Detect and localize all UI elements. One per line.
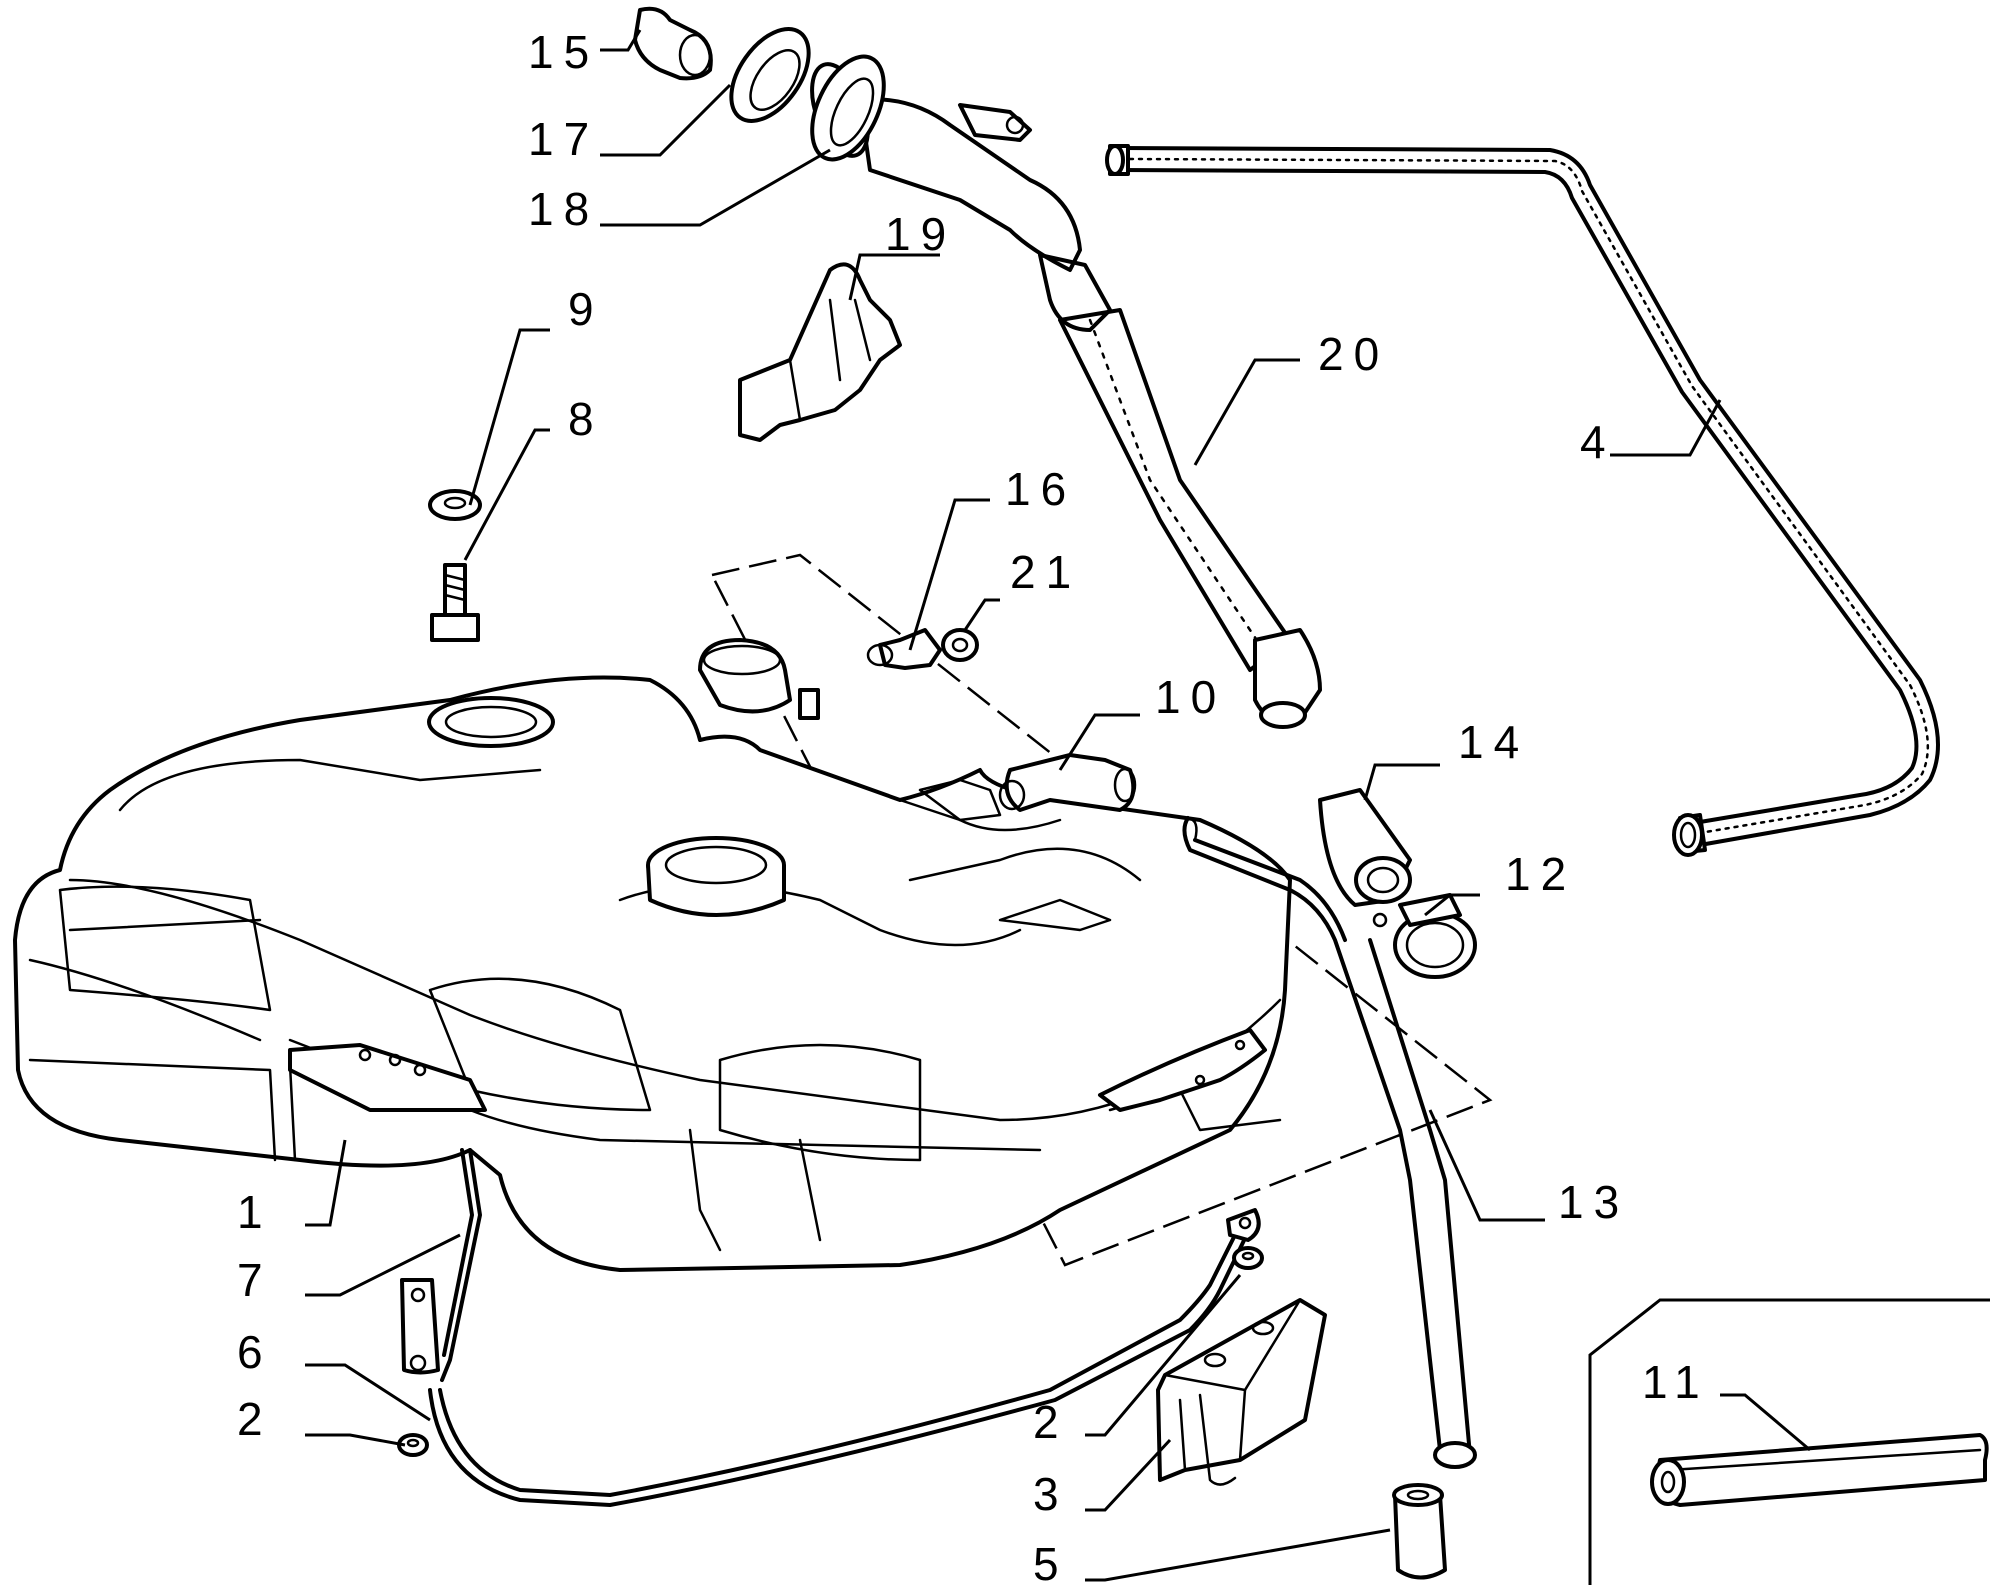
callout-13: 13 (1558, 1176, 1629, 1228)
bolt (430, 563, 480, 642)
pipe-cap (1392, 1483, 1447, 1580)
grommet (941, 628, 979, 662)
callout-11: 11 (1642, 1356, 1710, 1408)
detail-inset (1588, 1298, 1990, 1585)
washer-2-right (1232, 1246, 1264, 1270)
callout-5: 5 (1033, 1538, 1069, 1585)
callout-2-left: 2 (237, 1393, 273, 1445)
callout-16: 16 (1005, 463, 1076, 515)
hose-clamp (1372, 893, 1477, 979)
callout-15: 15 (528, 26, 599, 78)
breather-pipe (1182, 816, 1477, 1469)
callout-4: 4 (1580, 416, 1616, 468)
callout-8: 8 (568, 393, 604, 445)
mounting-bracket (1156, 1298, 1327, 1486)
callout-7: 7 (237, 1254, 273, 1306)
filler-gasket (810, 54, 886, 162)
callout-12: 12 (1505, 848, 1576, 900)
callout-21: 21 (1010, 546, 1081, 598)
callout-3: 3 (1033, 1468, 1069, 1520)
callout-20: 20 (1318, 328, 1389, 380)
filler-pipe (810, 62, 1322, 729)
callout-17: 17 (528, 113, 599, 165)
valve (866, 628, 942, 670)
leader-lines (305, 29, 1811, 1582)
callout-14: 14 (1458, 716, 1529, 768)
vent-hose (1105, 144, 1940, 857)
callout-1: 1 (237, 1186, 273, 1238)
callout-6: 6 (237, 1326, 273, 1378)
hose-sleeve (1318, 788, 1412, 907)
fuel-cap (633, 6, 713, 81)
washer-9 (428, 489, 482, 521)
callout-10: 10 (1155, 671, 1226, 723)
callout-labels: 15 17 18 19 9 8 20 4 16 21 10 14 12 13 1… (237, 26, 1710, 1585)
pipe-bracket (738, 262, 902, 442)
callout-18: 18 (528, 183, 599, 235)
callout-2-right: 2 (1033, 1396, 1069, 1448)
callout-9: 9 (568, 283, 604, 335)
retaining-straps (400, 1148, 1261, 1507)
callout-19: 19 (885, 208, 956, 260)
fuel-tank (13, 638, 1292, 1272)
hose-connector (998, 753, 1137, 812)
retaining-ring (729, 27, 811, 123)
